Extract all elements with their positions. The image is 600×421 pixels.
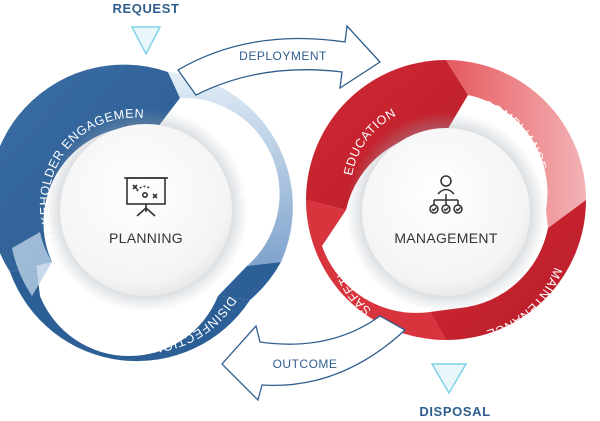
outcome-flow-arrow: OUTCOME	[221, 315, 407, 402]
management-segment-compliance	[446, 60, 586, 228]
planning-segment-disinfection	[10, 255, 250, 362]
management-hub-label: MANAGEMENT	[394, 230, 497, 246]
deployment-label: DEPLOYMENT	[239, 49, 327, 63]
planning-cycle: STAKEHOLDER ENGAGEMENT EVALUATION DISINF…	[0, 0, 293, 362]
disposal-marker: DISPOSAL	[419, 363, 490, 419]
disposal-triangle-icon	[430, 363, 468, 395]
planning-segment-disinfection-light	[12, 232, 52, 296]
management-segment-safety	[306, 200, 446, 340]
request-marker: REQUEST	[112, 1, 179, 56]
management-hub	[362, 128, 530, 296]
disposal-label: DISPOSAL	[419, 404, 490, 419]
presentation-board-icon	[124, 177, 168, 217]
management-segment-maintenance	[430, 200, 586, 340]
org-chart-icon	[429, 175, 463, 214]
planning-hub-label: PLANNING	[109, 230, 183, 246]
request-triangle-icon	[130, 26, 162, 56]
outcome-label: OUTCOME	[273, 357, 338, 371]
deployment-flow-arrow: DEPLOYMENT	[177, 24, 381, 96]
request-label: REQUEST	[112, 1, 179, 16]
management-cycle: EDUCATION COMPLIANCE MAINTENANCE SAFETY …	[306, 60, 586, 341]
planning-segment-evaluation-tip	[218, 262, 281, 300]
planning-segment-evaluation	[168, 72, 293, 266]
